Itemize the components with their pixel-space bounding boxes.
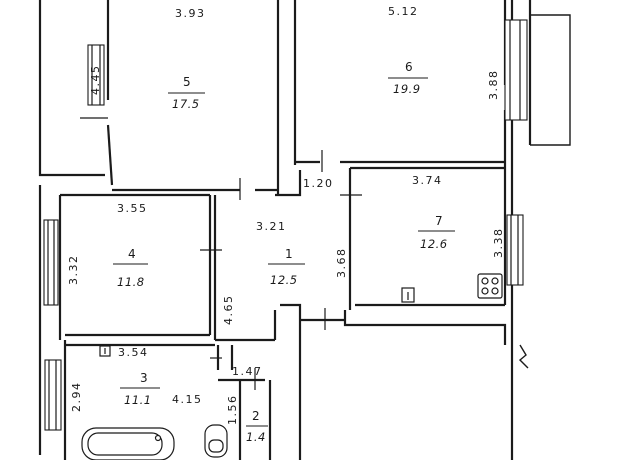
room-3-labels: 3.54 2.94 4.15 3 11.1 xyxy=(70,346,203,413)
room-6-number: 6 xyxy=(405,60,413,74)
room-3-side-dim: 2.94 xyxy=(70,382,83,413)
room-2-top-dim: 1.47 xyxy=(232,365,263,378)
room-4-number: 4 xyxy=(128,247,136,261)
room-2-number: 2 xyxy=(252,409,260,423)
room-6-top-dim: 5.12 xyxy=(388,5,419,18)
room-4-area: 11.8 xyxy=(117,275,145,289)
room-2-side-dim: 1.56 xyxy=(226,395,239,426)
room-3-extra-dim: 4.15 xyxy=(172,393,203,406)
room-6-labels: 5.12 3.88 6 19.9 xyxy=(388,5,500,100)
fixtures xyxy=(81,273,503,460)
room-5-labels: 3.93 4.45 5 17.5 xyxy=(89,7,206,111)
room-7-side-dim: 3.38 xyxy=(492,228,505,259)
windows xyxy=(43,19,528,431)
room-7-labels: 3.74 3.38 7 12.6 xyxy=(412,174,505,258)
room-2-area: 1.4 xyxy=(246,430,266,444)
corridor-dim: 1.20 xyxy=(303,177,334,190)
stove-icon xyxy=(477,273,503,299)
room-4-labels: 3.55 3.32 4 11.8 xyxy=(67,202,148,289)
room-7-area: 12.6 xyxy=(420,237,448,251)
room-4-side-dim: 3.32 xyxy=(67,255,80,286)
room-3-number: 3 xyxy=(140,371,148,385)
room-1-area: 12.5 xyxy=(270,273,298,287)
room-5-side-dim: 4.45 xyxy=(89,65,102,96)
room-3-top-dim: 3.54 xyxy=(118,346,149,359)
room-7-number: 7 xyxy=(435,214,443,228)
walls xyxy=(38,0,571,460)
room-1-extra-dim: 4.65 xyxy=(222,295,235,326)
room-6-side-dim: 3.88 xyxy=(487,70,500,101)
room-4-top-dim: 3.55 xyxy=(117,202,148,215)
room-1-labels: 3.21 3.68 4.65 1 12.5 1.20 xyxy=(222,177,348,325)
room-6-area: 19.9 xyxy=(393,82,421,96)
room-2-labels: 1.47 1.56 2 1.4 xyxy=(226,365,268,444)
room-1-top-dim: 3.21 xyxy=(256,220,287,233)
room-5-area: 17.5 xyxy=(172,97,200,111)
room-1-number: 1 xyxy=(285,247,293,261)
room-3-area: 11.1 xyxy=(124,393,152,407)
room-7-top-dim: 3.74 xyxy=(412,174,443,187)
door-marks xyxy=(200,150,529,390)
room-5-top-dim: 3.93 xyxy=(175,7,206,20)
room-1-side-dim: 3.68 xyxy=(335,248,348,279)
room-5-number: 5 xyxy=(183,75,191,89)
